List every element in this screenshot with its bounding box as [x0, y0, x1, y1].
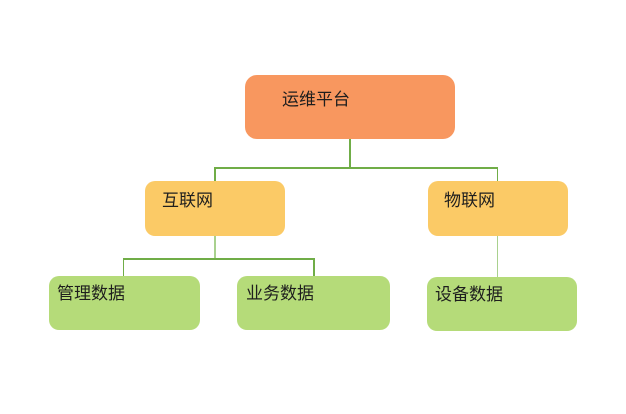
connector-drop-internet: [214, 167, 216, 181]
node-iot-label: 物联网: [444, 191, 495, 211]
connector-drop-biz-data: [313, 258, 315, 276]
node-management-data: 管理数据: [49, 276, 200, 330]
connector-iot-device: [496, 236, 498, 277]
connector-root-trunk: [349, 139, 351, 168]
node-ops-platform-label: 运维平台: [282, 90, 350, 110]
node-iot: 物联网: [428, 181, 568, 236]
node-internet: 互联网: [145, 181, 285, 236]
node-device-data-label: 设备数据: [435, 285, 503, 305]
connector-internet-stub: [214, 236, 216, 259]
node-ops-platform: 运维平台: [245, 75, 455, 139]
node-business-data: 业务数据: [237, 276, 390, 330]
node-internet-label: 互联网: [162, 191, 213, 211]
node-device-data: 设备数据: [427, 277, 577, 331]
connector-drop-iot: [496, 167, 498, 181]
node-business-data-label: 业务数据: [246, 284, 314, 304]
connector-level3-branch: [122, 258, 315, 260]
connector-drop-mgmt-data: [122, 258, 124, 276]
connector-level2-branch: [214, 167, 498, 169]
node-management-data-label: 管理数据: [57, 284, 125, 304]
